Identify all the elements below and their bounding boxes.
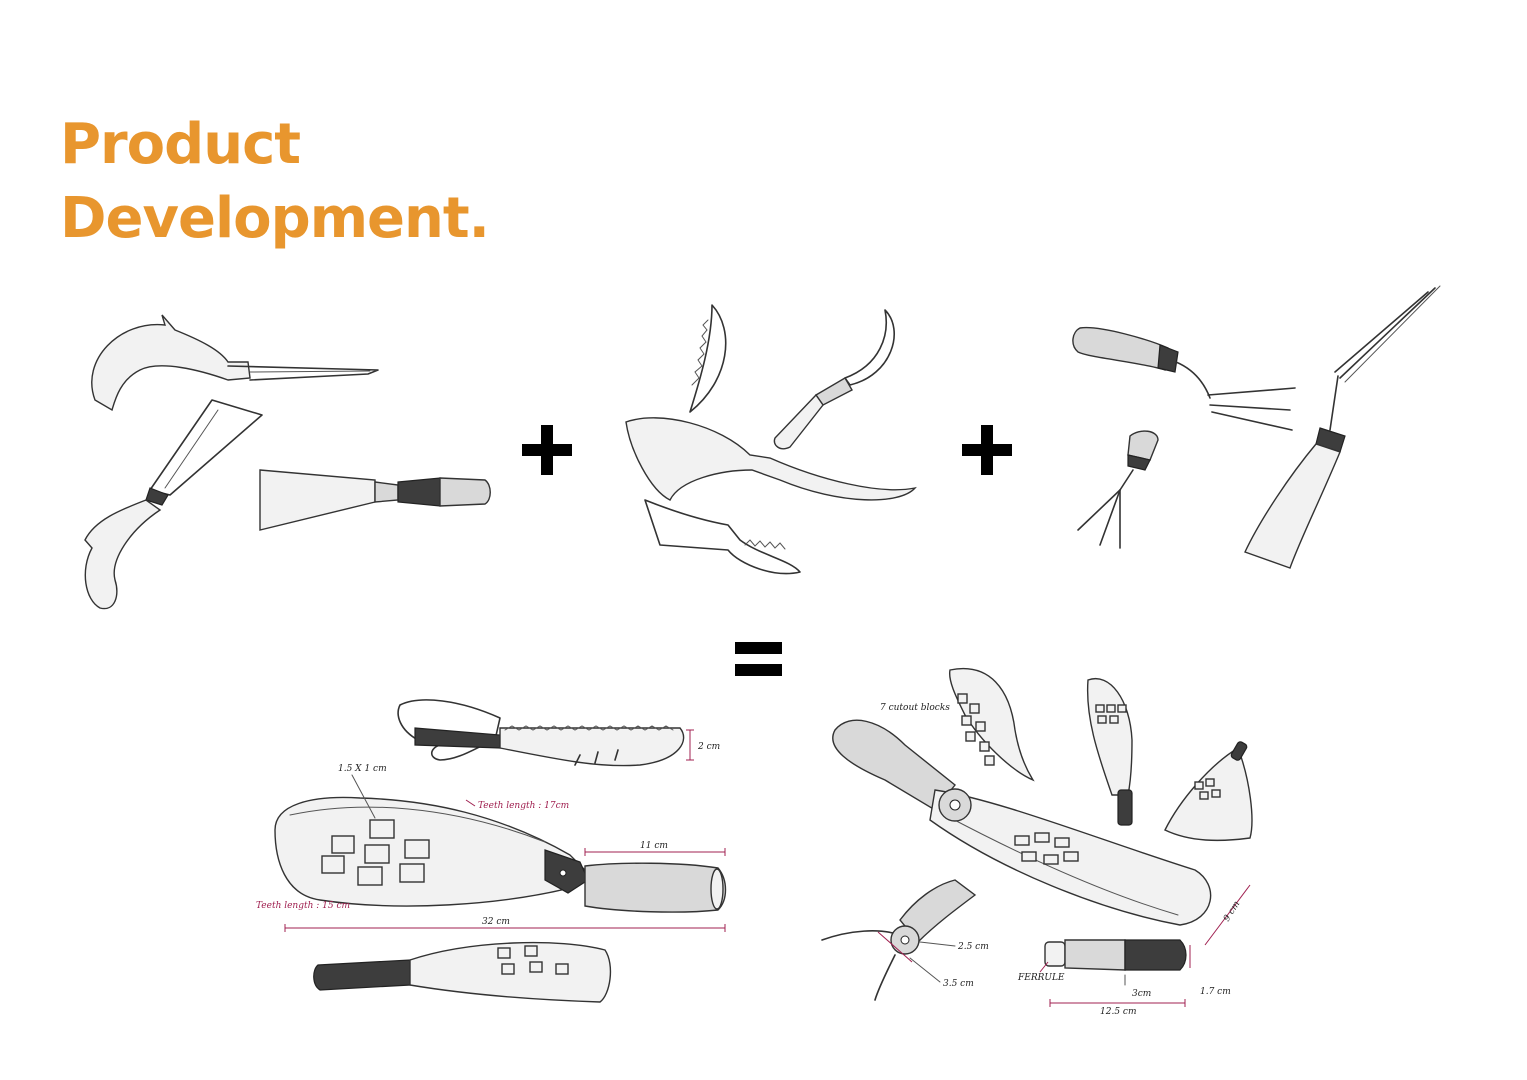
page-title: Product Development. bbox=[60, 108, 490, 256]
result-sketch-right: 9 cm 7 cutout blocks 2.5 cm bbox=[821, 667, 1253, 1017]
hole-size-label: 1.5 X 1 cm bbox=[338, 764, 387, 774]
result-sketch-left: 2 cm 1.5 X 1 cm Teeth length : 17cm Teet… bbox=[256, 699, 727, 1003]
teeth-top-label: Teeth length : 17cm bbox=[478, 801, 569, 811]
handle-length-label: 11 cm bbox=[640, 841, 668, 851]
pivot-length-label: 3.5 cm bbox=[943, 979, 974, 989]
total-length-label: 32 cm bbox=[482, 917, 510, 927]
cutout-blocks-label: 7 cutout blocks bbox=[880, 703, 950, 713]
sickle-icon bbox=[773, 309, 895, 450]
pruning-knife-icon bbox=[91, 314, 379, 412]
machete-icon bbox=[84, 399, 263, 610]
handle-diameter-label: 3cm bbox=[1132, 989, 1151, 999]
height-label: 2 cm bbox=[697, 742, 720, 752]
plus-sign-1 bbox=[522, 425, 572, 475]
hand-fork-small-icon bbox=[1077, 430, 1159, 549]
hand-fork-icon bbox=[1072, 326, 1296, 431]
equals-sign bbox=[735, 642, 782, 676]
teeth-bottom-label: Teeth length : 15 cm bbox=[256, 901, 350, 911]
plus-sign-2 bbox=[962, 425, 1012, 475]
pivot-width-label: 2.5 cm bbox=[957, 942, 989, 952]
weeder-icon bbox=[1244, 285, 1441, 569]
handle-length-label-right: 12.5 cm bbox=[1100, 1007, 1136, 1017]
scraper-icon bbox=[259, 469, 491, 531]
width-label: 9 cm bbox=[1222, 899, 1242, 923]
saw-blade-icon bbox=[625, 304, 917, 575]
title-line-2: Development. bbox=[60, 186, 490, 251]
handle-end-label: 1.7 cm bbox=[1200, 987, 1231, 997]
ferrule-label: FERRULE bbox=[1017, 973, 1065, 983]
title-line-1: Product bbox=[60, 112, 301, 177]
